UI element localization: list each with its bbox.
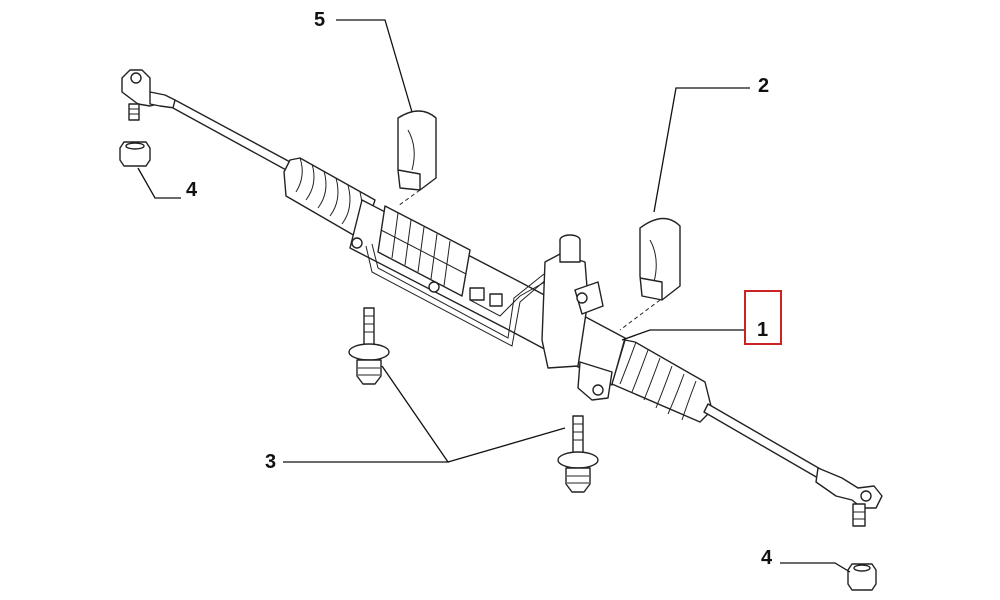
callout-5: 5 xyxy=(314,9,325,31)
hydraulic-lines xyxy=(365,243,553,347)
right-bellows-boot xyxy=(611,339,713,423)
right-tie-rod-end xyxy=(815,467,883,527)
callout-3: 3 xyxy=(265,451,276,473)
callout-2: 2 xyxy=(758,75,769,97)
right-nut xyxy=(847,563,877,591)
left-nut xyxy=(119,141,151,167)
mounting-bracket-upper xyxy=(397,110,437,191)
callout-1: 1 xyxy=(757,319,768,341)
left-tie-rod-end xyxy=(121,69,176,121)
highlight-box xyxy=(744,290,782,345)
leader-lines xyxy=(137,19,851,573)
assembly-dashed-lines xyxy=(397,189,661,331)
callout-4-left: 4 xyxy=(186,179,198,201)
pinion-valve-tower xyxy=(541,234,604,369)
mounting-bolt-right xyxy=(557,415,599,493)
right-tie-rod xyxy=(703,403,823,479)
callout-4-right: 4 xyxy=(761,547,773,569)
mounting-bolt-left xyxy=(348,307,390,385)
left-tie-rod xyxy=(172,99,293,172)
mounting-bracket-lower xyxy=(639,217,681,301)
